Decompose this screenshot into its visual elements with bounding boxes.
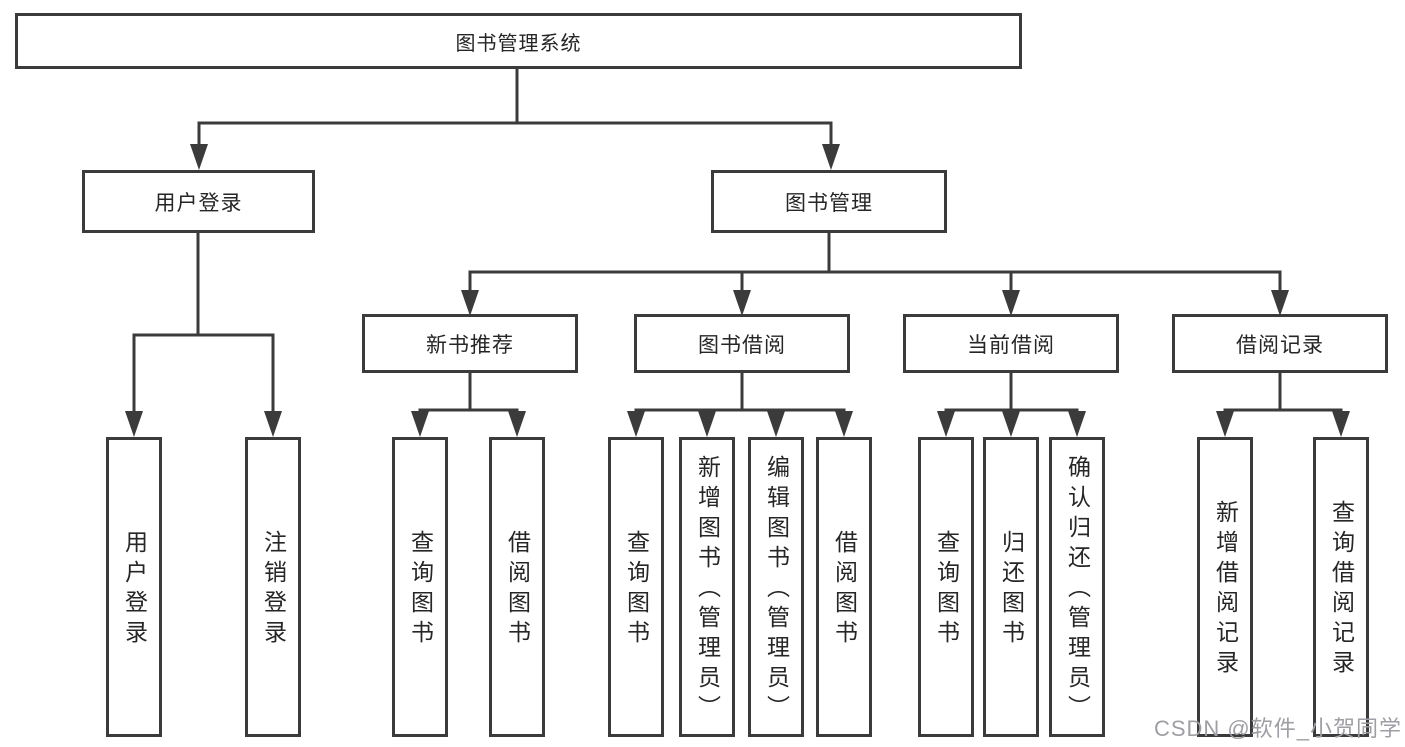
- leaf-borrow-books-2: 借阅图书: [816, 437, 872, 737]
- connector-paths: [132, 69, 1343, 415]
- node-new-book-recommendation: 新书推荐: [362, 314, 578, 373]
- leaf-query-books: 查询图书: [392, 437, 448, 737]
- node-borrowing-records: 借阅记录: [1172, 314, 1388, 373]
- leaf-user-login: 用户登录: [106, 437, 162, 737]
- node-library-management-system: 图书管理系统: [15, 13, 1022, 69]
- leaf-borrow-books: 借阅图书: [489, 437, 545, 737]
- leaf-return-books: 归还图书: [983, 437, 1039, 737]
- node-user-login: 用户登录: [82, 170, 315, 233]
- leaf-add-borrow-record: 新增借阅记录: [1197, 437, 1253, 737]
- watermark: CSDN @软件_小贺同学: [1153, 716, 1402, 741]
- node-book-borrowing: 图书借阅: [634, 314, 850, 373]
- leaf-logout: 注销登录: [245, 437, 301, 737]
- node-book-management: 图书管理: [711, 170, 947, 233]
- leaf-confirm-return-admin: 确认归还（管理员）: [1049, 437, 1105, 737]
- leaf-query-borrow-record: 查询借阅记录: [1313, 437, 1369, 737]
- arrowheads: [125, 144, 1350, 437]
- leaf-query-books-2: 查询图书: [608, 437, 664, 737]
- leaf-query-books-3: 查询图书: [918, 437, 974, 737]
- leaf-edit-books-admin: 编辑图书（管理员）: [748, 437, 804, 737]
- node-current-borrowing: 当前借阅: [903, 314, 1119, 373]
- leaf-add-books-admin: 新增图书（管理员）: [679, 437, 735, 737]
